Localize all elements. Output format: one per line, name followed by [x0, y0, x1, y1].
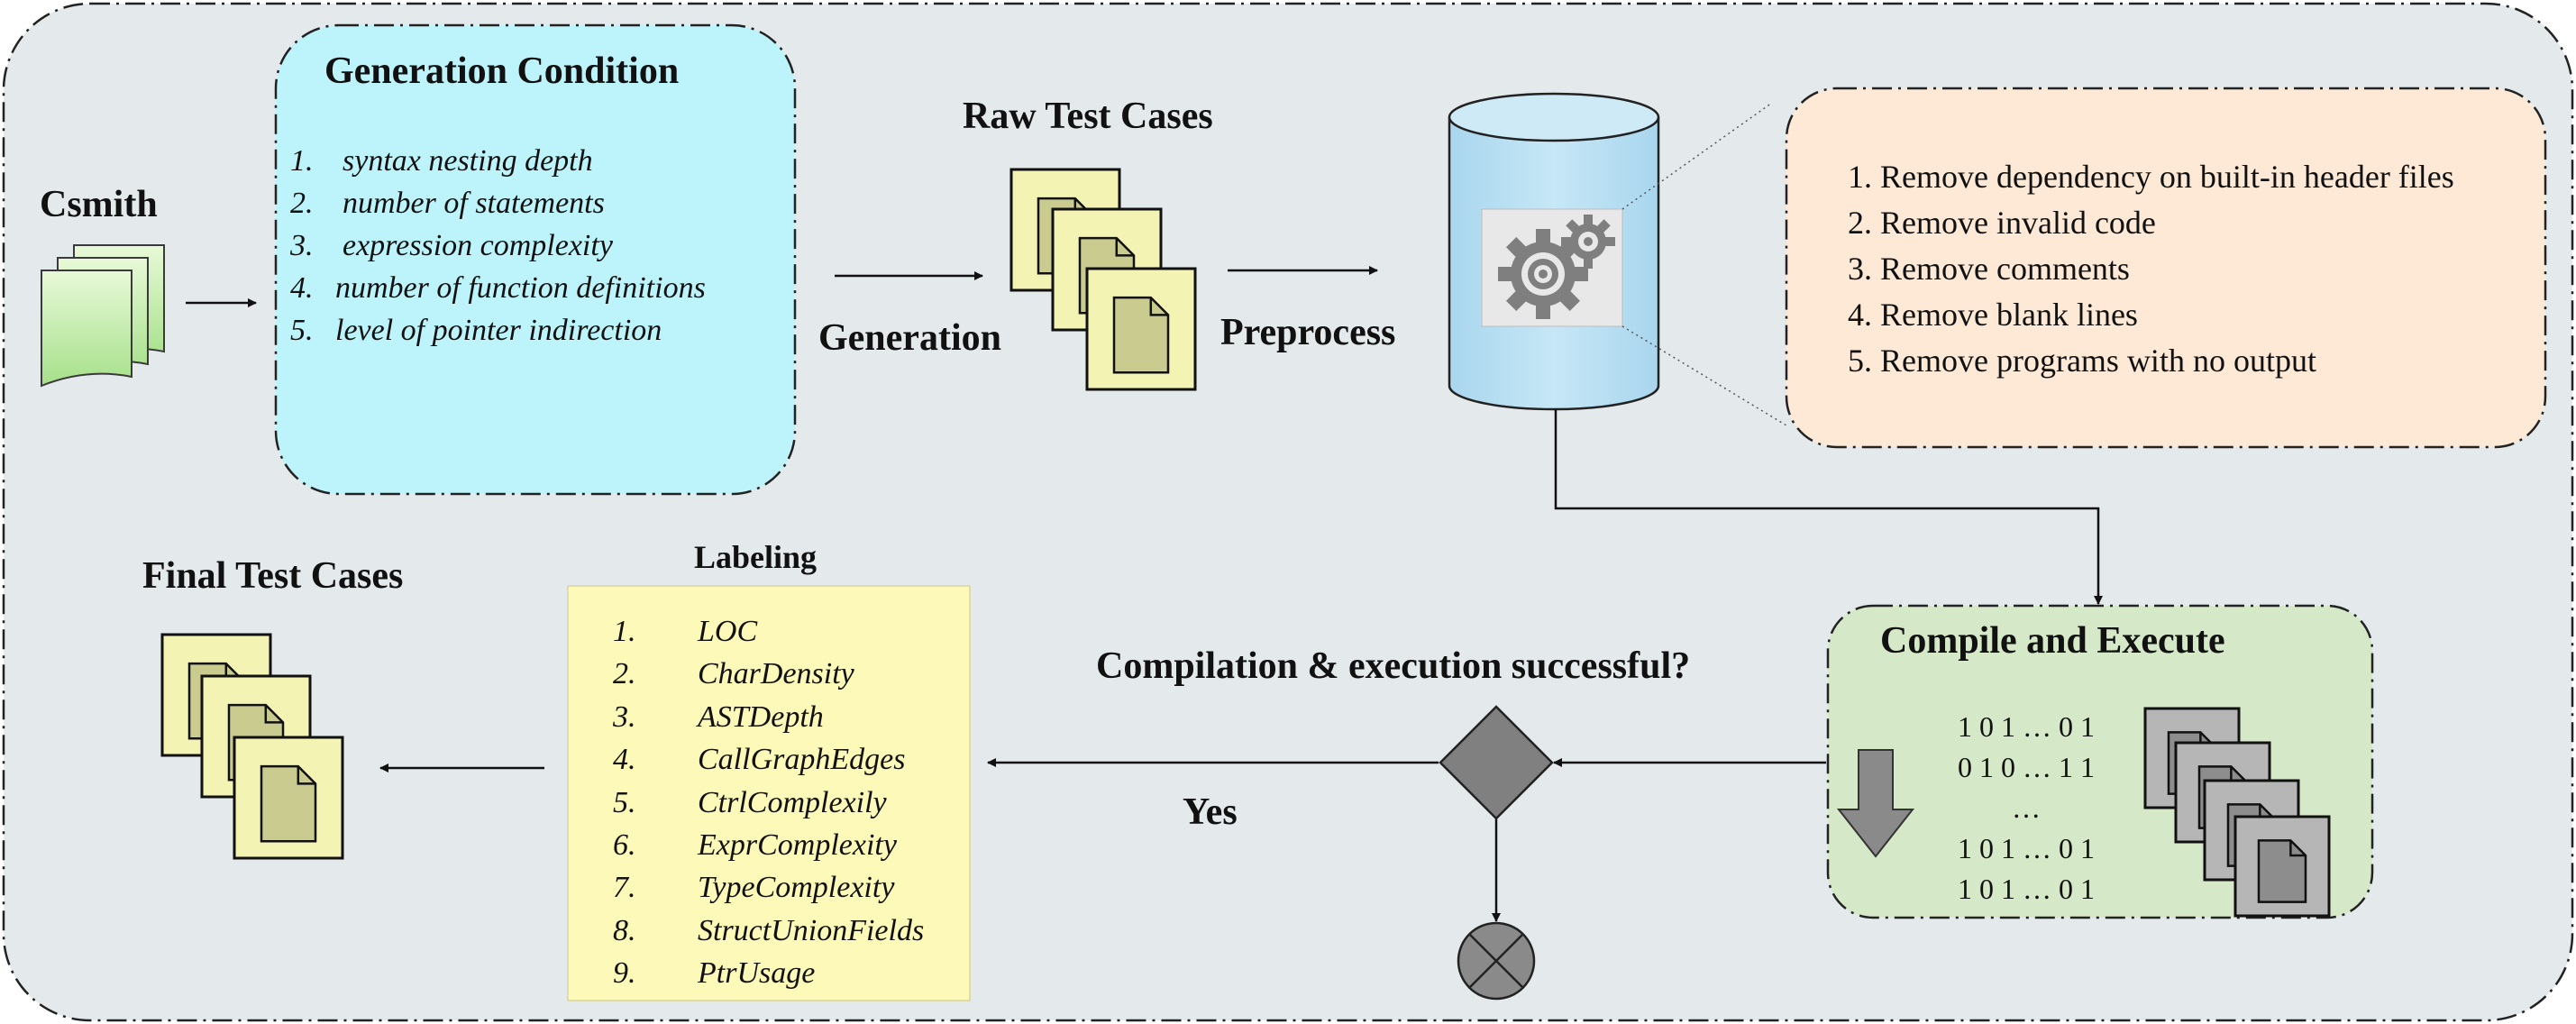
labeling-title: Labeling — [694, 539, 818, 575]
reject-cross-icon — [1457, 921, 1536, 1001]
yes-label: Yes — [1183, 791, 1238, 833]
decision-question: Compilation & execution successful? — [1096, 645, 1691, 687]
preprocess-step: 5. Remove programs with no output — [1848, 343, 2316, 379]
item-text: number of function definitions — [335, 271, 706, 305]
item-text: LOC — [698, 615, 758, 648]
item-text: ASTDepth — [698, 699, 824, 734]
preprocess-step: 4. Remove blank lines — [1848, 297, 2138, 333]
csmith-label: Csmith — [40, 184, 158, 225]
final-test-cases-title: Final Test Cases — [142, 555, 404, 597]
item-text: CharDensity — [698, 657, 854, 691]
file-fold — [1115, 238, 1134, 257]
preprocess-step: 1. Remove dependency on built-in header … — [1848, 159, 2454, 195]
item-number: 4. — [290, 271, 314, 305]
stacked-compiled-files-icon — [2143, 707, 2331, 918]
item-number: 3. — [290, 229, 314, 262]
raw-test-cases-title: Raw Test Cases — [963, 96, 1213, 137]
item-number: 1. — [290, 144, 314, 178]
preprocess-step: 3. Remove comments — [1848, 251, 2130, 287]
file-fold — [1149, 297, 1168, 316]
item-text: CallGraphEdges — [698, 743, 906, 777]
binary-row: 1 0 1 … 0 1 — [1958, 873, 2095, 905]
item-number: 6. — [613, 827, 636, 862]
item-text: TypeComplexity — [698, 871, 895, 905]
item-text: number of statements — [343, 187, 605, 220]
file-glyph — [1112, 296, 1170, 374]
arrow-db-to-compile — [1554, 409, 2103, 605]
stacked-test-case-files-icon — [160, 633, 344, 860]
file-glyph — [260, 764, 317, 843]
binary-row: 1 0 1 … 0 1 — [1958, 832, 2095, 864]
item-number: 5. — [290, 314, 314, 347]
item-text: StructUnionFields — [698, 913, 925, 947]
binary-row: 0 1 0 … 1 1 — [1958, 751, 2095, 783]
stacked-test-case-files-icon — [1009, 168, 1197, 391]
preprocess-label: Preprocess — [1220, 312, 1396, 353]
item-number: 9. — [613, 956, 636, 991]
down-arrow-icon — [1836, 749, 1915, 858]
item-number: 2. — [290, 187, 314, 220]
item-number: 7. — [613, 871, 636, 905]
binary-row: … — [2012, 791, 2041, 824]
file-fold — [264, 705, 283, 724]
item-text: expression complexity — [343, 229, 613, 262]
generation-label: Generation — [818, 317, 1001, 359]
item-text: ExprComplexity — [698, 827, 897, 862]
generation-condition-box — [274, 23, 797, 496]
item-number: 8. — [613, 913, 636, 947]
item-number: 1. — [613, 615, 636, 648]
labeling-box — [567, 585, 971, 1001]
preprocess-steps-box — [1785, 87, 2547, 449]
item-text: syntax nesting depth — [343, 144, 593, 178]
gears-icon — [1481, 208, 1623, 327]
item-text: level of pointer indirection — [335, 314, 662, 347]
zoom-line-top — [1621, 102, 1773, 210]
item-number: 5. — [613, 785, 636, 819]
file-fold — [297, 766, 315, 785]
compile-execute-title: Compile and Execute — [1880, 620, 2225, 662]
preprocess-steps-list: 1. Remove dependency on built-in header … — [1848, 160, 2454, 390]
binary-row: 1 0 1 … 0 1 — [1958, 710, 2095, 743]
item-text: CtrlComplexily — [698, 785, 887, 819]
item-text: PtrUsage — [698, 956, 816, 991]
preprocess-step: 2. Remove invalid code — [1848, 205, 2156, 241]
stacked-documents-icon — [41, 244, 165, 388]
decision-diamond-icon — [1439, 705, 1554, 820]
item-number: 4. — [613, 743, 636, 777]
generation-condition-title: Generation Condition — [324, 50, 680, 92]
item-number: 3. — [613, 699, 636, 734]
item-number: 2. — [613, 657, 636, 691]
file-fold — [2289, 840, 2306, 857]
file-glyph — [2257, 839, 2307, 903]
